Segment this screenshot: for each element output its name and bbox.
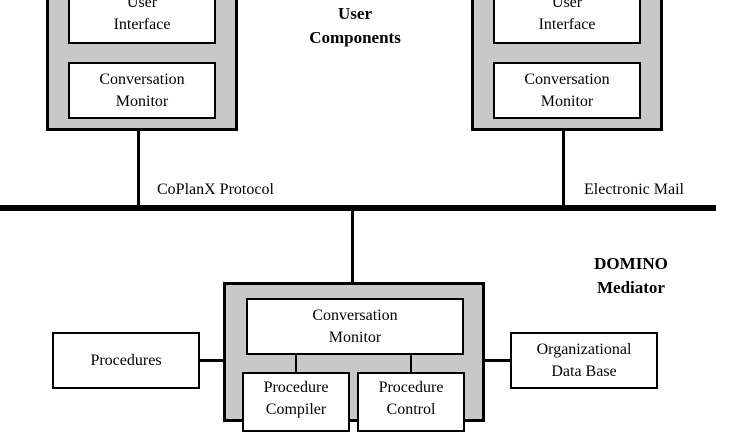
left-client-connector [137, 131, 140, 206]
procedure-compiler-box: Procedure Compiler [242, 372, 350, 432]
user-components-label: User Components [309, 4, 401, 47]
communication-bus [0, 205, 716, 211]
procedure-control-box: Procedure Control [357, 372, 465, 432]
control-connector [410, 355, 412, 373]
procedures-box: Procedures [52, 332, 200, 389]
org-db-connector [485, 359, 510, 362]
electronic-mail-label: Electronic Mail [584, 181, 684, 198]
right-user-interface-box: User Interface [493, 0, 641, 44]
procedures-connector [200, 359, 223, 362]
coplanx-protocol-label: CoPlanX Protocol [157, 181, 274, 198]
domino-mediator-label: DOMINO Mediator [594, 254, 668, 297]
right-conversation-monitor-box: Conversation Monitor [493, 62, 641, 119]
left-user-interface-box: User Interface [68, 0, 216, 44]
mediator-conversation-monitor-box: Conversation Monitor [246, 298, 464, 355]
left-conversation-monitor-box: Conversation Monitor [68, 62, 216, 119]
right-client-connector [562, 131, 565, 206]
mediator-connector [351, 211, 354, 283]
organizational-data-base-box: Organizational Data Base [510, 332, 658, 389]
compiler-connector [295, 355, 297, 373]
